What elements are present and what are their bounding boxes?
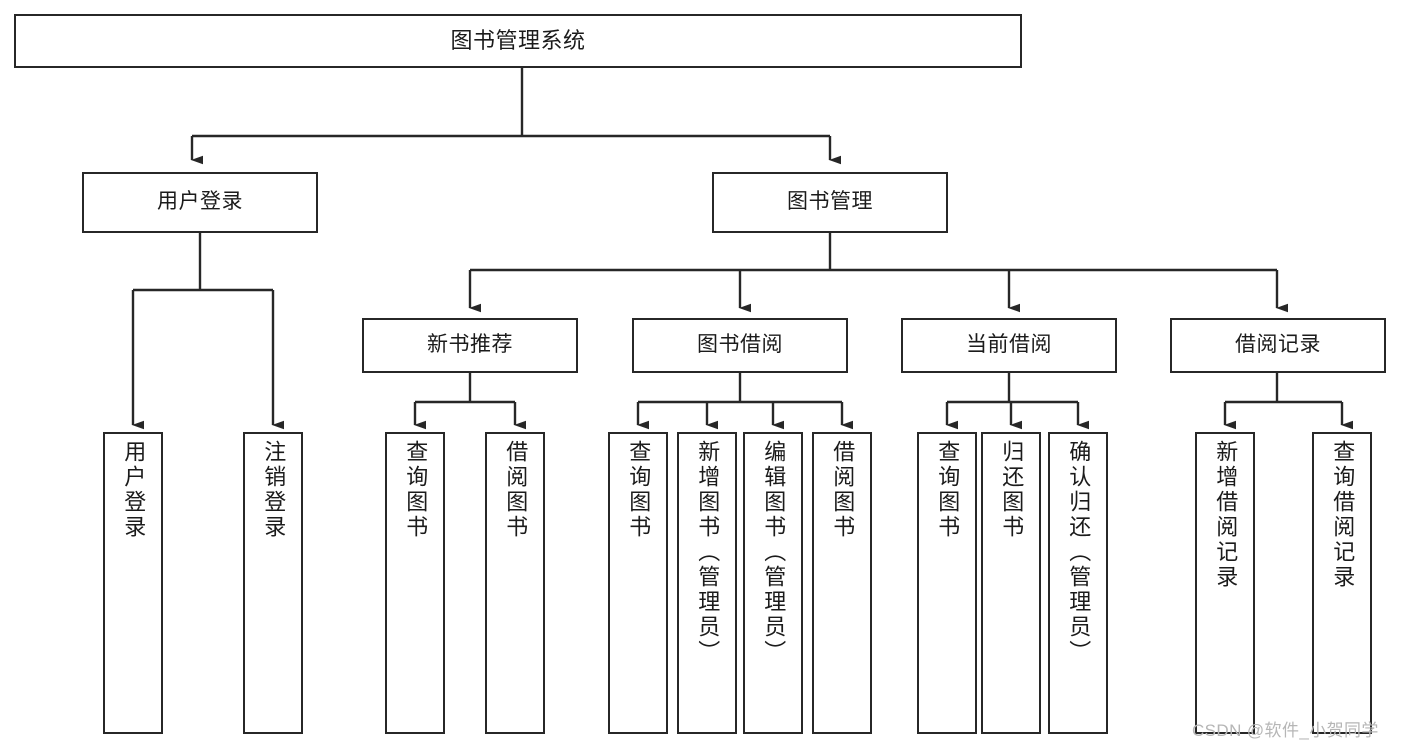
node-label: 图书管理系统	[450, 28, 586, 54]
node-user-login[interactable]: 用户登录	[82, 172, 318, 233]
node-label: 图书借阅	[697, 333, 783, 357]
node-label: 归还图书	[999, 440, 1025, 540]
leaf-new-book-query[interactable]: 查询图书	[385, 432, 445, 734]
node-label: 查询图书	[626, 440, 652, 540]
leaf-borrow-add-book-admin[interactable]: 新增图书（管理员）	[677, 432, 737, 734]
leaf-record-query-record[interactable]: 查询借阅记录	[1312, 432, 1372, 734]
node-label: 新增图书（管理员）	[695, 440, 721, 665]
node-label: 查询图书	[935, 440, 961, 540]
csdn-watermark: CSDN @软件_小贺同学	[1192, 721, 1379, 740]
leaf-borrow-query-book[interactable]: 查询图书	[608, 432, 668, 734]
node-label: 查询借阅记录	[1330, 440, 1356, 590]
node-label: 新书推荐	[427, 333, 513, 357]
node-label: 借阅图书	[830, 440, 856, 540]
leaf-record-add-record[interactable]: 新增借阅记录	[1195, 432, 1255, 734]
leaf-borrow-borrow-book[interactable]: 借阅图书	[812, 432, 872, 734]
node-current-borrow[interactable]: 当前借阅	[901, 318, 1117, 373]
node-label: 用户登录	[121, 440, 147, 540]
node-borrow-record[interactable]: 借阅记录	[1170, 318, 1386, 373]
leaf-new-book-borrow[interactable]: 借阅图书	[485, 432, 545, 734]
node-label: 图书管理	[787, 190, 873, 214]
node-label: 新增借阅记录	[1213, 440, 1239, 590]
leaf-user-login-logout[interactable]: 注销登录	[243, 432, 303, 734]
node-root-book-management-system[interactable]: 图书管理系统	[14, 14, 1022, 68]
node-new-book-recommend[interactable]: 新书推荐	[362, 318, 578, 373]
node-label: 当前借阅	[966, 333, 1052, 357]
node-label: 注销登录	[261, 440, 287, 540]
node-label: 确认归还（管理员）	[1066, 440, 1092, 665]
node-label: 编辑图书（管理员）	[761, 440, 787, 665]
node-label: 借阅图书	[503, 440, 529, 540]
leaf-current-confirm-return-admin[interactable]: 确认归还（管理员）	[1048, 432, 1108, 734]
node-book-borrow[interactable]: 图书借阅	[632, 318, 848, 373]
node-label: 用户登录	[157, 190, 243, 214]
leaf-current-return-book[interactable]: 归还图书	[981, 432, 1041, 734]
leaf-current-query-book[interactable]: 查询图书	[917, 432, 977, 734]
node-book-management[interactable]: 图书管理	[712, 172, 948, 233]
node-label: 查询图书	[403, 440, 429, 540]
node-label: 借阅记录	[1235, 333, 1321, 357]
leaf-user-login-login[interactable]: 用户登录	[103, 432, 163, 734]
leaf-borrow-edit-book-admin[interactable]: 编辑图书（管理员）	[743, 432, 803, 734]
